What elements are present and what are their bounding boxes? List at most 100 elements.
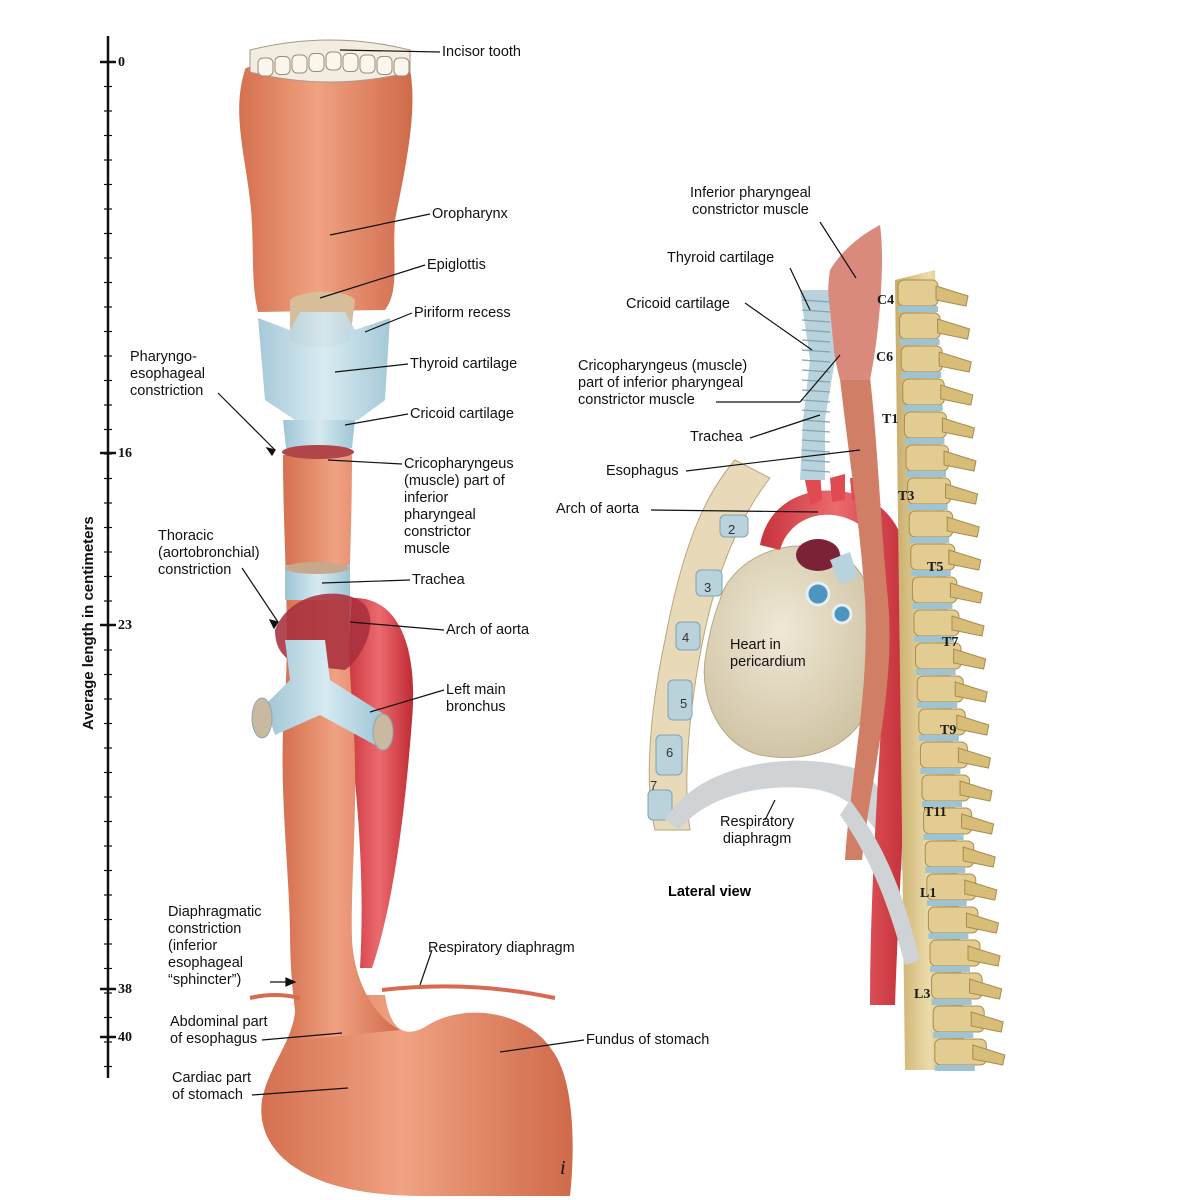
- label-respiratory-diaphragm-lateral: Respiratory diaphragm: [720, 814, 795, 847]
- trachea-ring: [801, 299, 831, 303]
- vertebra-label-t9: T9: [940, 723, 957, 738]
- label-arch-of-aorta-front: Arch of aorta: [446, 622, 530, 638]
- spinous-process: [951, 615, 985, 637]
- label-thyroid-cartilage-lateral: Thyroid cartilage: [667, 250, 775, 266]
- intervertebral-disc: [930, 966, 970, 972]
- tooth: [274, 56, 291, 75]
- spinous-process: [949, 582, 983, 604]
- intervertebral-disc: [933, 1032, 974, 1038]
- spinous-process: [957, 747, 991, 769]
- spinous-process: [938, 351, 972, 373]
- rib-label-7: 7: [650, 778, 658, 793]
- costal-cartilage: [675, 621, 701, 651]
- spinous-process: [969, 978, 1003, 1000]
- tick-label-16: 16: [118, 446, 132, 461]
- trachea-ring: [801, 309, 831, 313]
- trachea-ring: [801, 399, 831, 403]
- intervertebral-disc: [917, 702, 958, 708]
- trachea-ring: [801, 329, 831, 333]
- label-abdominal-part: Abdominal part of esophagus: [170, 1014, 268, 1047]
- trachea-ring: [801, 439, 831, 443]
- lateral-trachea: [800, 290, 835, 480]
- intervertebral-disc: [901, 372, 942, 378]
- vertebral-body: [897, 279, 939, 307]
- spinous-process: [961, 813, 995, 835]
- vertebra-label-t3: T3: [898, 489, 915, 504]
- tooth: [376, 56, 393, 75]
- trachea-ring: [801, 349, 831, 353]
- intervertebral-disc: [902, 405, 943, 411]
- spinous-process: [943, 450, 977, 472]
- length-ruler: [100, 36, 116, 1078]
- spinous-process: [940, 384, 974, 406]
- front-descending-aorta: [345, 597, 414, 968]
- costal-cartilage: [667, 679, 693, 721]
- costal-cartilage: [647, 789, 673, 821]
- intervertebral-disc: [899, 339, 940, 345]
- intervertebral-disc: [925, 867, 966, 873]
- tooth: [393, 57, 410, 77]
- rib-label-2: 2: [728, 522, 736, 537]
- tick-label-0: 0: [118, 55, 125, 70]
- lateral-diaphragm: [665, 760, 910, 870]
- intervertebral-disc: [914, 636, 954, 642]
- costal-cartilage: [719, 514, 749, 538]
- label-epiglottis: Epiglottis: [427, 257, 486, 273]
- vertebral-body: [905, 444, 949, 472]
- vertebra-label-c4: C4: [877, 293, 895, 308]
- tooth: [342, 53, 359, 72]
- trachea-front: [285, 565, 350, 600]
- corner-mark: i: [560, 1157, 566, 1179]
- intervertebral-disc: [923, 834, 964, 840]
- thyroid-cartilage: [258, 312, 390, 420]
- tick-label-40: 40: [118, 1030, 132, 1045]
- tooth: [359, 54, 376, 74]
- trachea-ring: [801, 319, 831, 323]
- label-fundus-of-stomach: Fundus of stomach: [586, 1032, 710, 1048]
- tooth: [257, 57, 274, 77]
- rib-label-3: 3: [704, 580, 712, 595]
- costal-cartilage: [695, 569, 723, 597]
- vertebral-body: [900, 345, 943, 373]
- label-trachea-front: Trachea: [412, 572, 465, 588]
- label-respiratory-diaphragm-front: Respiratory diaphragm: [428, 940, 575, 956]
- label-heart: Heart in pericardium: [730, 637, 806, 670]
- trachea-ring: [801, 339, 831, 343]
- spinous-process: [967, 945, 1001, 967]
- intervertebral-disc: [920, 768, 961, 774]
- label-incisor-tooth: Incisor tooth: [442, 44, 521, 60]
- spinous-process: [964, 879, 998, 901]
- front-view-esophagus: [239, 39, 573, 1196]
- intervertebral-disc: [926, 900, 967, 906]
- spinous-process: [945, 483, 979, 505]
- front-leader-lines: [217, 49, 585, 1096]
- tooth: [308, 53, 325, 72]
- spinous-process: [962, 846, 996, 868]
- label-thyroid-cartilage: Thyroid cartilage: [410, 356, 518, 372]
- vertebral-body: [902, 378, 945, 406]
- vertebra-label-t7: T7: [942, 635, 959, 650]
- stomach: [261, 995, 573, 1196]
- tick-label-38: 38: [118, 982, 132, 997]
- label-inferior-pharyngeal: Inferior pharyngeal constrictor muscle: [690, 185, 811, 218]
- intervertebral-disc: [912, 603, 953, 609]
- spinous-process: [965, 912, 999, 934]
- label-cricopharyngeus-lateral: Cricopharyngeus (muscle) part of inferio…: [578, 358, 748, 408]
- intervertebral-disc: [898, 306, 938, 312]
- vertebral-column: [895, 270, 1006, 1071]
- label-cricopharyngeus: Cricopharyngeus (muscle) part of inferio…: [404, 456, 514, 557]
- intervertebral-disc: [922, 801, 962, 807]
- trachea-ring: [801, 389, 831, 393]
- intervertebral-disc: [907, 504, 948, 510]
- diaphragm-left: [249, 993, 301, 1000]
- trachea-ring: [801, 469, 831, 473]
- incisor-teeth: [249, 39, 411, 83]
- rib-label-4: 4: [682, 630, 690, 645]
- trachea-ring: [801, 429, 831, 433]
- vertebral-body: [899, 312, 941, 340]
- intervertebral-disc: [934, 1065, 975, 1071]
- lateral-leader-lines: [650, 221, 861, 821]
- spinous-process: [959, 780, 993, 802]
- label-thoracic-constriction: Thoracic (aortobronchial) constriction: [158, 528, 260, 578]
